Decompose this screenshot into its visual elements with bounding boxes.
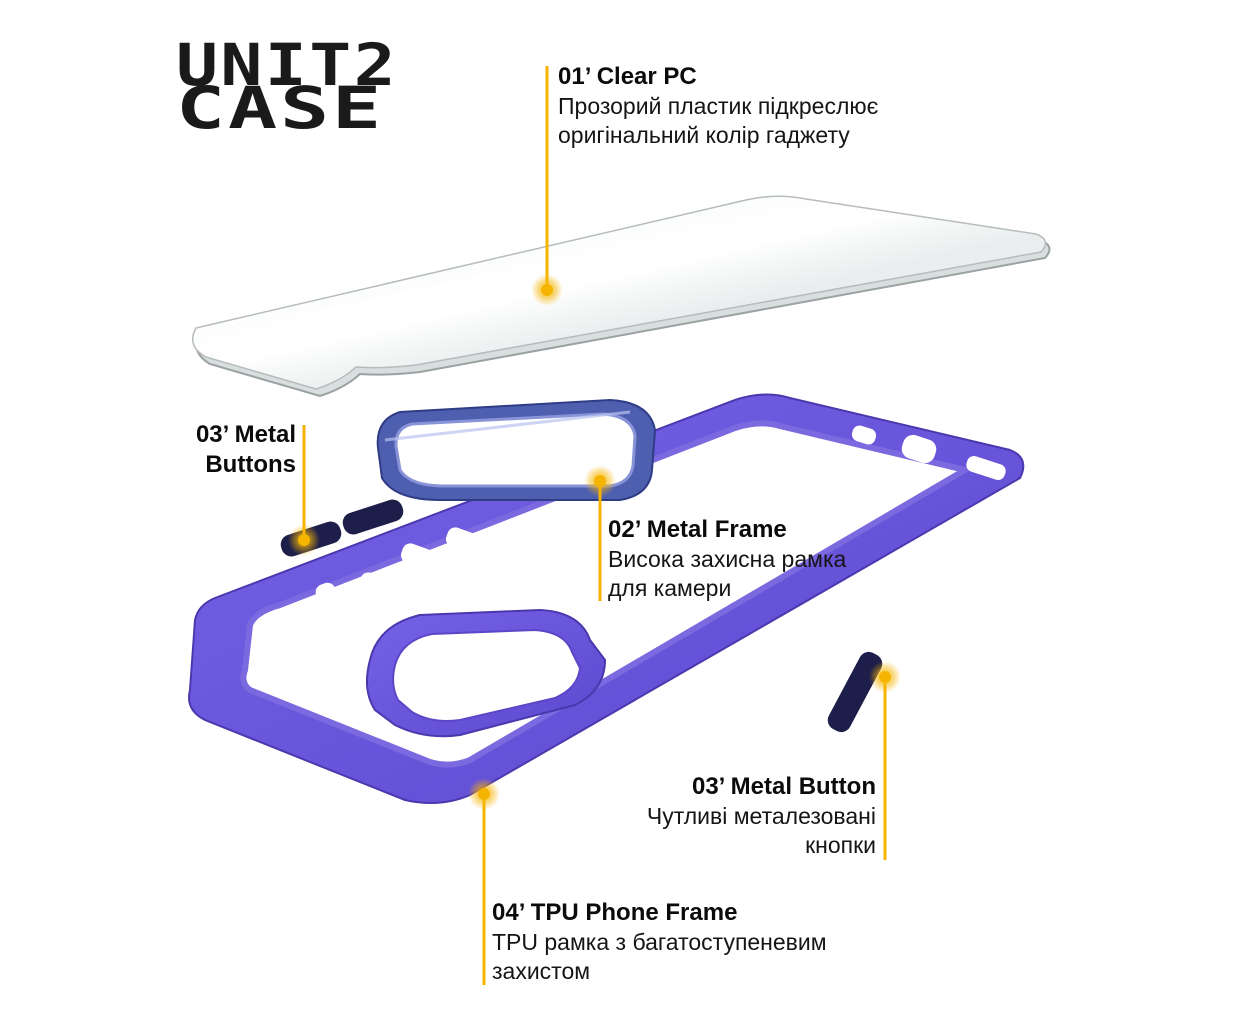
svg-text:CASE: CASE	[176, 74, 384, 142]
svg-text:UNIT2: UNIT2	[176, 31, 398, 99]
callout-desc-line: кнопки	[805, 831, 876, 858]
callout-metal-frame: 02’ Metal Frame Висока захисна рамка для…	[608, 515, 846, 603]
callout-title-line: 03’ Metal	[195, 421, 296, 448]
unit2case-logo: UNIT2 CASE	[176, 31, 398, 142]
callout-lines	[302, 66, 887, 985]
callout-title: 04’ TPU Phone Frame	[492, 899, 738, 926]
tpu-phone-frame	[188, 393, 1025, 804]
metal-camera-frame	[376, 398, 657, 501]
callout-metal-button: 03’ Metal Button Чутливі металезовані кн…	[560, 772, 876, 860]
callout-desc-line: захистом	[492, 957, 591, 984]
callout-title: 01’ Clear PC	[558, 63, 697, 90]
callout-desc-line: оригінальний колір гаджету	[558, 121, 850, 148]
callout-title: 02’ Metal Frame	[608, 516, 787, 543]
callout-clear-pc: 01’ Clear PC Прозорий пластик підкреслює…	[558, 62, 878, 150]
callout-desc-line: TPU рамка з багатоступеневим	[492, 929, 827, 955]
callout-dots	[288, 274, 901, 810]
callout-metal-buttons: 03’ Metal Buttons	[150, 420, 296, 480]
callout-desc-line: Прозорий пластик підкреслює	[558, 93, 879, 119]
callout-desc-line: для камери	[608, 574, 732, 601]
callout-title: 03’ Metal Button	[691, 773, 876, 800]
callout-desc-line: Чутливі металезовані	[646, 803, 876, 829]
metal-side-button	[827, 651, 883, 733]
callout-tpu-frame: 04’ TPU Phone Frame TPU рамка з багатост…	[492, 898, 827, 986]
callout-desc-line: Висока захисна рамка	[608, 546, 847, 572]
callout-title-line: Buttons	[205, 451, 296, 478]
clear-pc-back-plate	[191, 195, 1051, 398]
